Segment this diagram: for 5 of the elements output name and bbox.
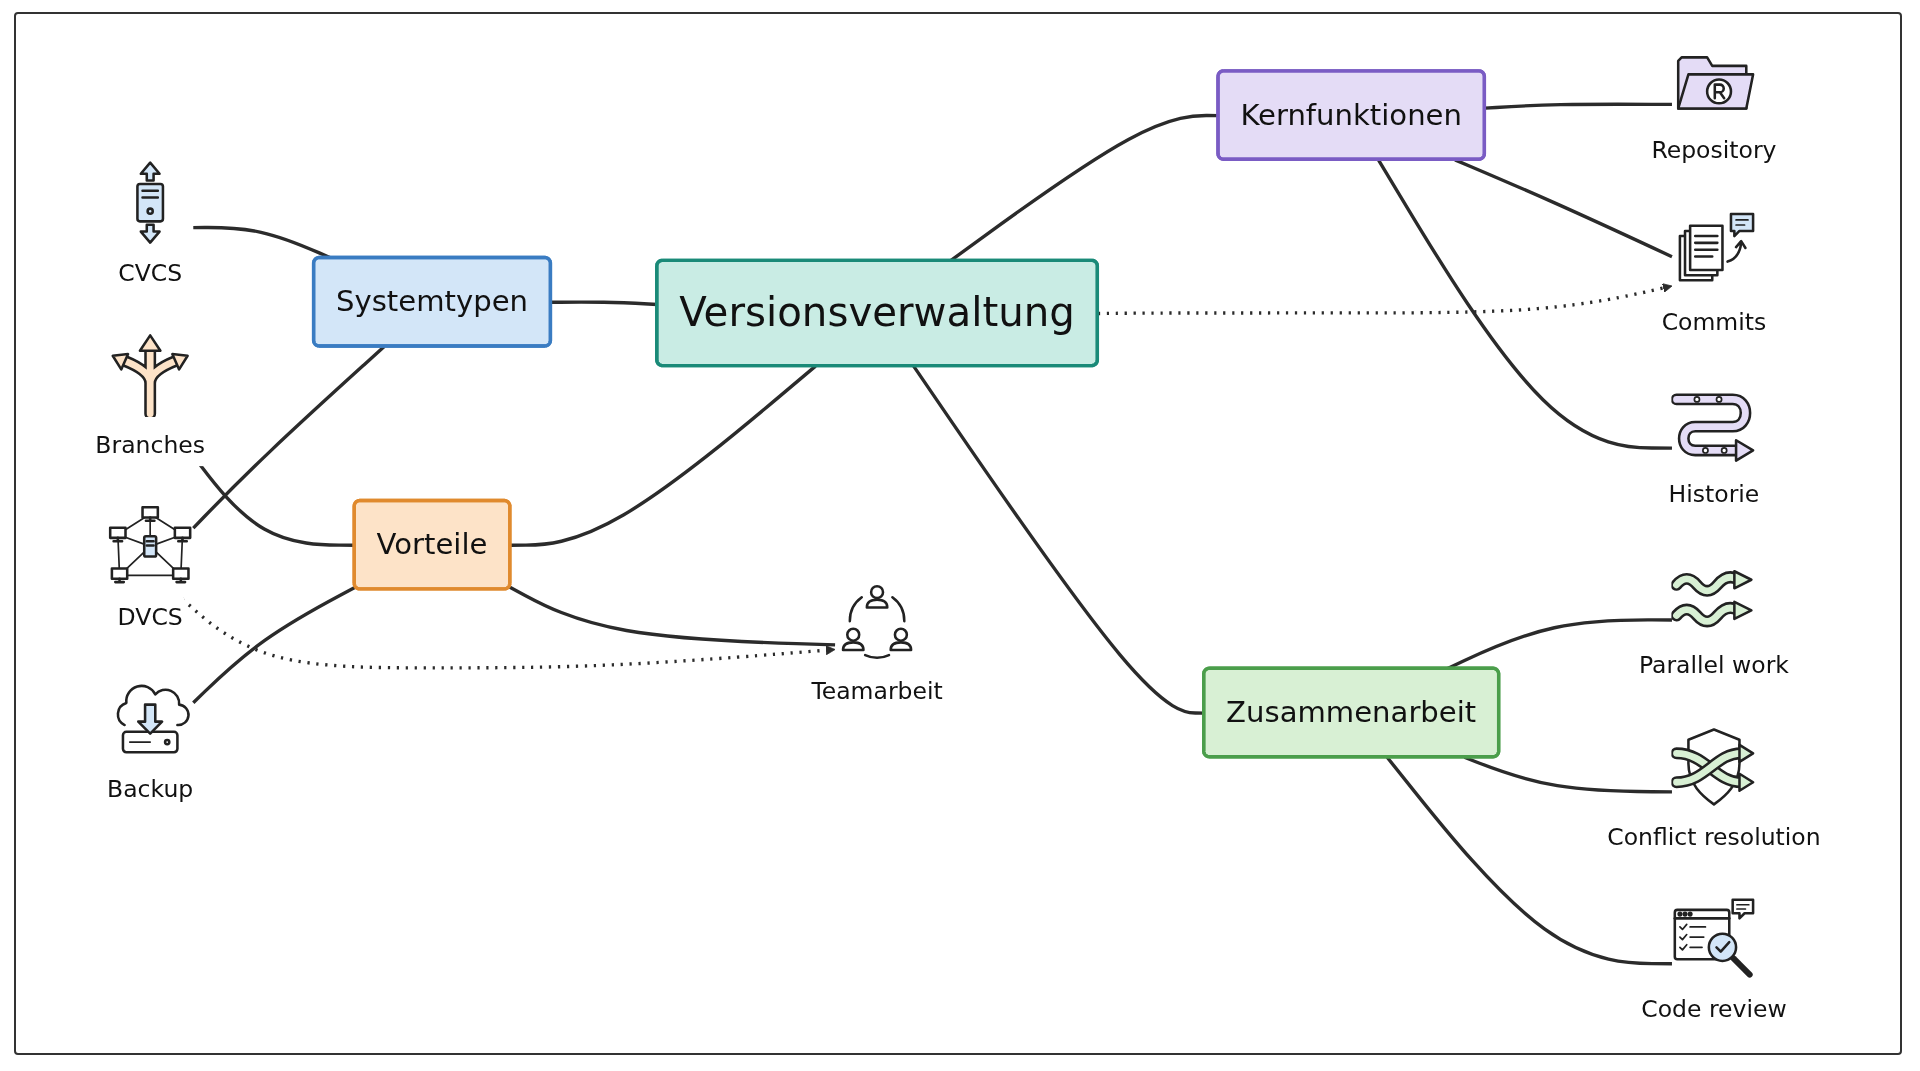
connector: [508, 585, 836, 647]
connector: [192, 585, 357, 704]
connector: [550, 300, 658, 307]
connector: [1385, 756, 1672, 966]
connector: [192, 345, 386, 530]
